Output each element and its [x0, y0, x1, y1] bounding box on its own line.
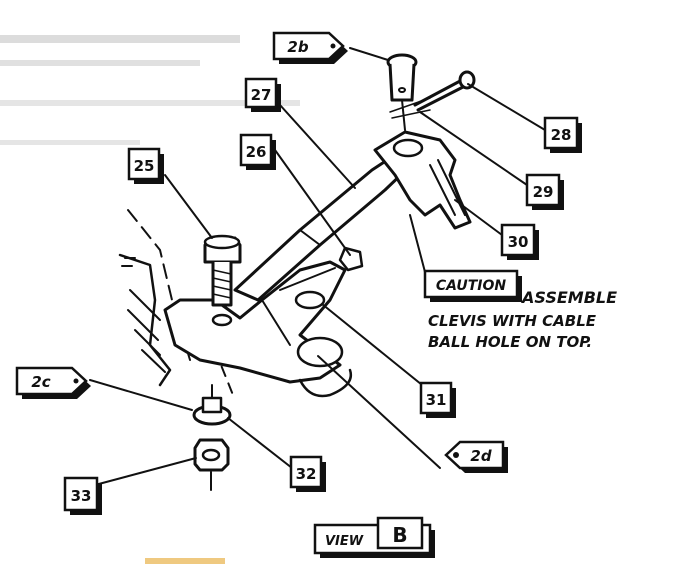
callout-33: 33: [63, 476, 102, 515]
callout-27: 27: [244, 77, 281, 112]
clevis: [373, 130, 472, 230]
callout-33-label: 33: [71, 487, 92, 505]
caution-line-1: ASSEMBLE: [520, 288, 617, 307]
tag-2d: 2d: [444, 440, 508, 473]
small-bolt: [338, 246, 364, 272]
bracket-plate: [163, 260, 353, 398]
callout-25-label: 25: [134, 157, 155, 175]
caution-line-3: BALL HOLE ON TOP.: [428, 333, 592, 351]
nut: [193, 438, 230, 491]
cotter-pin: [389, 70, 476, 119]
caution-note: CAUTION ASSEMBLE CLEVIS WITH CABLE BALL …: [423, 269, 617, 351]
callout-32-label: 32: [296, 465, 317, 483]
view-letter: B: [392, 523, 407, 547]
callout-30-label: 30: [508, 233, 529, 251]
tag-2b: 2b: [272, 31, 348, 64]
view-label: VIEW B: [313, 516, 435, 558]
caution-line-2: CLEVIS WITH CABLE: [428, 312, 597, 330]
scan-smudge: [145, 558, 225, 564]
caution-label: CAUTION: [436, 278, 507, 294]
callout-32: 32: [289, 455, 326, 492]
tag-2c: 2c: [15, 366, 91, 399]
scan-artifacts: [0, 35, 300, 145]
callout-25: 25: [127, 147, 164, 184]
callout-31: 31: [419, 381, 456, 418]
tag-2b-label: 2b: [287, 38, 308, 56]
callout-28: 28: [543, 116, 582, 153]
mounting-panel: [118, 253, 172, 387]
view-word: VIEW: [325, 534, 364, 549]
callout-28-label: 28: [551, 126, 572, 144]
leader-lines: [89, 47, 546, 486]
tag-2d-label: 2d: [470, 447, 491, 465]
callout-30: 30: [500, 223, 539, 260]
callout-29: 29: [525, 173, 564, 210]
callout-26-label: 26: [246, 143, 267, 161]
tag-2c-label: 2c: [31, 373, 50, 391]
callout-26: 26: [239, 133, 276, 170]
callout-31-label: 31: [426, 391, 447, 409]
lock-washer: [192, 384, 232, 426]
clevis-pin: [386, 53, 418, 131]
bolt: [203, 234, 242, 307]
callout-29-label: 29: [533, 183, 554, 201]
callout-27-label: 27: [251, 86, 272, 104]
